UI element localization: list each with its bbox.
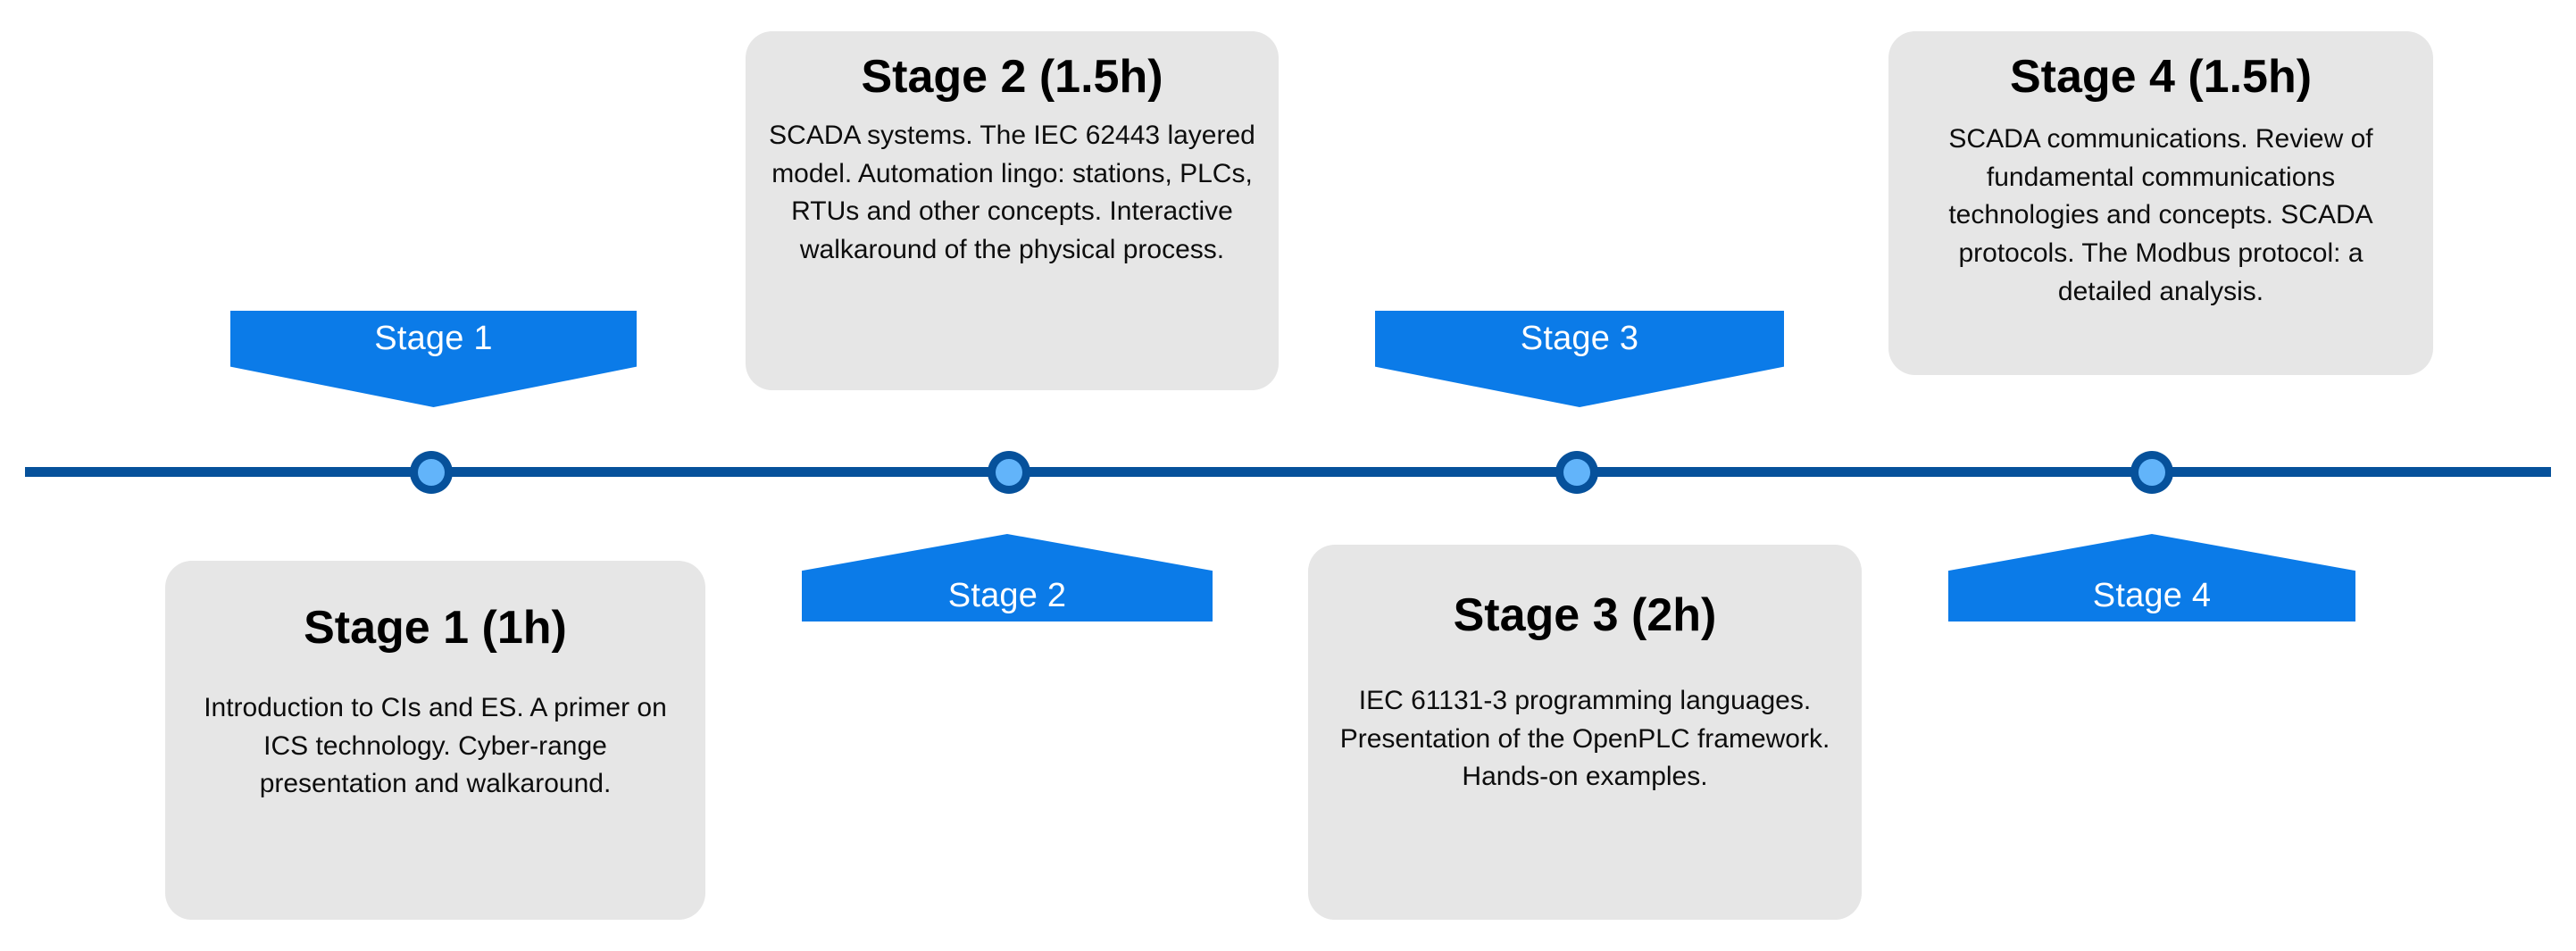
stage-card-3: Stage 3 (2h) IEC 61131-3 programming lan… [1308, 545, 1862, 920]
stage-card-title-3: Stage 3 (2h) [1453, 589, 1717, 641]
timeline-marker-core-3 [1563, 459, 1590, 486]
stage-tag-4[interactable]: Stage 4 [1948, 534, 2355, 621]
timeline-marker-core-2 [996, 459, 1022, 486]
stage-card-4: Stage 4 (1.5h) SCADA communications. Rev… [1888, 31, 2433, 375]
stage-card-body-1: Introduction to CIs and ES. A primer on … [204, 693, 667, 799]
timeline-marker-1[interactable] [410, 451, 453, 494]
timeline-marker-core-1 [418, 459, 445, 486]
stage-tag-3[interactable]: Stage 3 [1375, 311, 1784, 407]
stage-tag-label-1: Stage 1 [374, 320, 493, 357]
stage-card-title-2: Stage 2 (1.5h) [861, 51, 1163, 103]
stage-tag-label-4: Stage 4 [2092, 577, 2212, 614]
stage-card-title-1: Stage 1 (1h) [304, 602, 567, 654]
stage-tag-label-2: Stage 2 [947, 577, 1067, 614]
stage-card-2: Stage 2 (1.5h) SCADA systems. The IEC 62… [746, 31, 1279, 390]
timeline-marker-3[interactable] [1555, 451, 1598, 494]
stage-card-1: Stage 1 (1h) Introduction to CIs and ES.… [165, 561, 705, 920]
stage-card-title-4: Stage 4 (1.5h) [2009, 51, 2313, 103]
timeline-axis [25, 467, 2551, 477]
stage-card-body-4: SCADA communications. Review of fundamen… [1948, 124, 2373, 306]
timeline-marker-4[interactable] [2130, 451, 2173, 494]
stage-tag-1[interactable]: Stage 1 [230, 311, 637, 407]
stage-card-body-2: SCADA systems. The IEC 62443 layered mod… [769, 121, 1255, 265]
timeline-marker-2[interactable] [988, 451, 1030, 494]
stage-tag-label-3: Stage 3 [1520, 320, 1639, 357]
stage-tag-2[interactable]: Stage 2 [802, 534, 1213, 621]
timeline-marker-core-4 [2138, 459, 2165, 486]
stage-card-body-3: IEC 61131-3 programming languages. Prese… [1339, 686, 1830, 792]
